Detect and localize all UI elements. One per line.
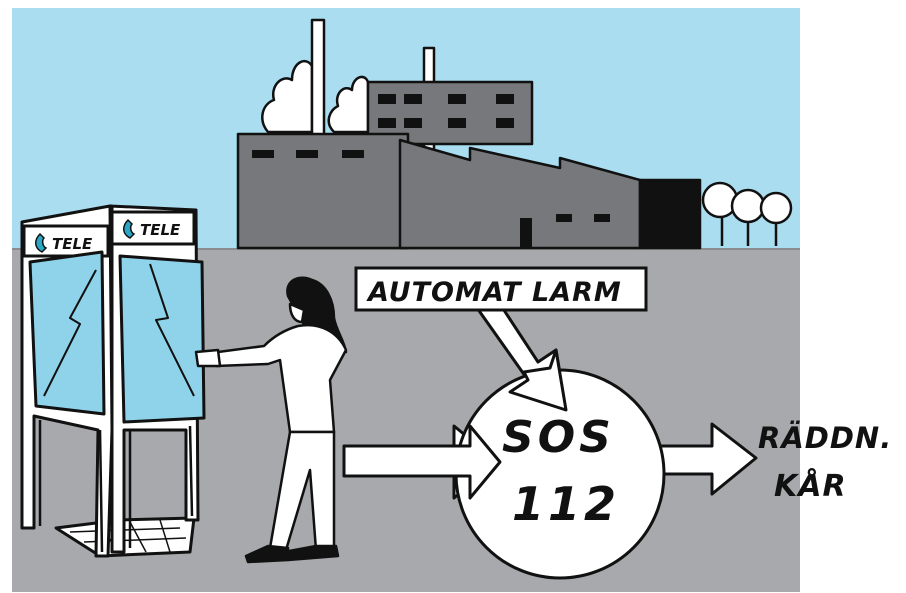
sos-label: SOS bbox=[502, 412, 615, 463]
tree-2 bbox=[732, 190, 764, 222]
booth-sign-right-text: TELE bbox=[140, 221, 181, 239]
fire-brigade-label-line1: RÄDDN. bbox=[758, 421, 892, 455]
booth-glass-right bbox=[120, 256, 204, 422]
hall-windows bbox=[252, 150, 364, 158]
person-hand bbox=[196, 350, 220, 366]
chimney-tall bbox=[312, 20, 324, 140]
annex bbox=[640, 180, 700, 248]
automatic-alarm-label: AUTOMAT LARM bbox=[366, 277, 622, 308]
tree-3 bbox=[761, 193, 791, 223]
fire-brigade-label-line2: KÅR bbox=[774, 467, 847, 504]
sos-number: 112 bbox=[512, 477, 620, 531]
booth-sign-left-text: TELE bbox=[52, 235, 93, 253]
